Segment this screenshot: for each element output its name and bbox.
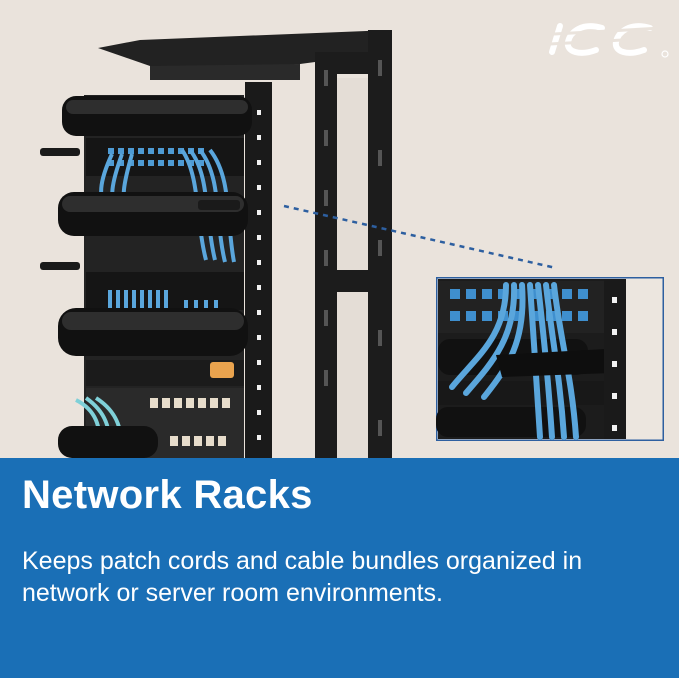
product-photo	[0, 0, 679, 458]
banner-description: Keeps patch cords and cable bundles orga…	[22, 547, 583, 607]
zoom-detail-inset	[436, 277, 664, 441]
banner-title: Network Racks	[22, 473, 313, 517]
network-rack-illustration	[40, 30, 557, 458]
icc-logo-icon	[549, 23, 669, 58]
info-banner	[0, 458, 679, 678]
